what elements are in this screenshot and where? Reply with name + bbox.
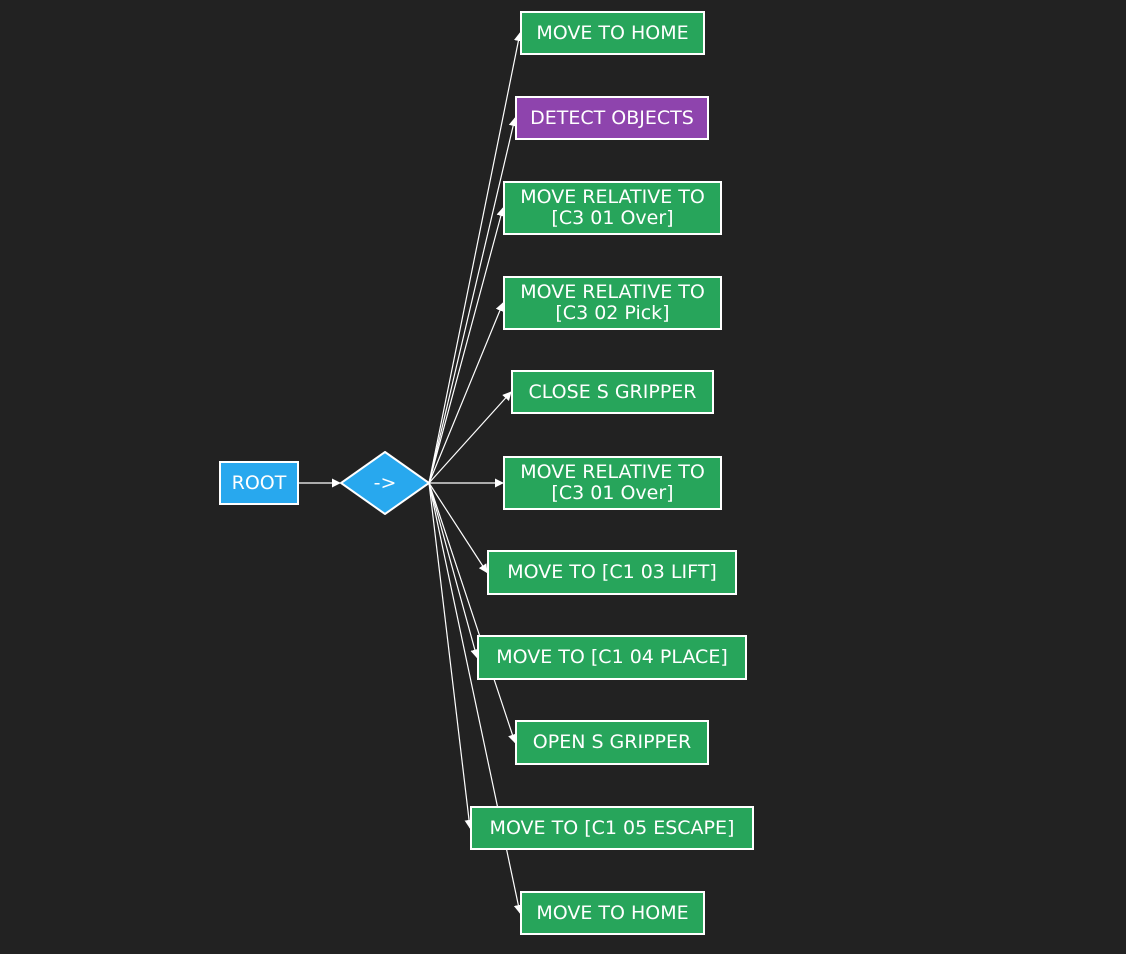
child-node-label: MOVE TO [C1 05 ESCAPE]: [489, 816, 735, 839]
edge-sequence-to-child-8: [428, 482, 480, 659]
child-node-2-condition[interactable]: DETECT OBJECTS: [515, 96, 709, 140]
edge-sequence-to-child-1: [428, 32, 523, 484]
child-node-1-action[interactable]: MOVE TO HOME: [520, 11, 705, 55]
edge-sequence-to-child-5: [428, 391, 512, 484]
child-node-3-action[interactable]: MOVE RELATIVE TO [C3 01 Over]: [503, 181, 722, 235]
child-node-label: CLOSE S GRIPPER: [528, 380, 697, 403]
edge-sequence-to-child-2: [428, 117, 518, 484]
edge-sequence-to-child-7: [428, 482, 488, 574]
child-node-label: MOVE TO [C1 03 LIFT]: [507, 561, 717, 583]
child-node-label: MOVE RELATIVE TO [C3 01 Over]: [520, 461, 705, 504]
edge-sequence-to-child-10: [428, 482, 474, 829]
child-node-11-action[interactable]: MOVE TO HOME: [520, 891, 705, 935]
child-node-label: DETECT OBJECTS: [530, 106, 694, 129]
child-node-10-action[interactable]: MOVE TO [C1 05 ESCAPE]: [470, 806, 754, 850]
root-label: ROOT: [231, 471, 287, 494]
sequence-node[interactable]: ->: [340, 451, 430, 515]
child-node-label: MOVE RELATIVE TO [C3 01 Over]: [520, 186, 705, 229]
edge-sequence-to-child-3: [428, 207, 506, 484]
child-node-5-action[interactable]: CLOSE S GRIPPER: [511, 370, 714, 414]
child-node-7-action[interactable]: MOVE TO [C1 03 LIFT]: [487, 550, 737, 595]
child-node-6-action[interactable]: MOVE RELATIVE TO [C3 01 Over]: [503, 456, 722, 510]
edge-sequence-to-child-9: [428, 482, 517, 744]
child-node-label: MOVE TO HOME: [536, 901, 689, 924]
child-node-label: MOVE RELATIVE TO [C3 02 Pick]: [520, 281, 705, 324]
root-node[interactable]: ROOT: [219, 461, 299, 505]
edge-sequence-to-child-4: [428, 302, 505, 484]
sequence-diamond: [340, 451, 430, 515]
child-node-9-action[interactable]: OPEN S GRIPPER: [515, 720, 709, 765]
child-node-label: OPEN S GRIPPER: [532, 731, 692, 753]
child-node-8-action[interactable]: MOVE TO [C1 04 PLACE]: [477, 635, 747, 680]
child-node-4-action[interactable]: MOVE RELATIVE TO [C3 02 Pick]: [503, 276, 722, 330]
sequence-label: ->: [373, 472, 397, 494]
child-node-label: MOVE TO [C1 04 PLACE]: [496, 646, 728, 668]
child-node-label: MOVE TO HOME: [536, 21, 689, 44]
